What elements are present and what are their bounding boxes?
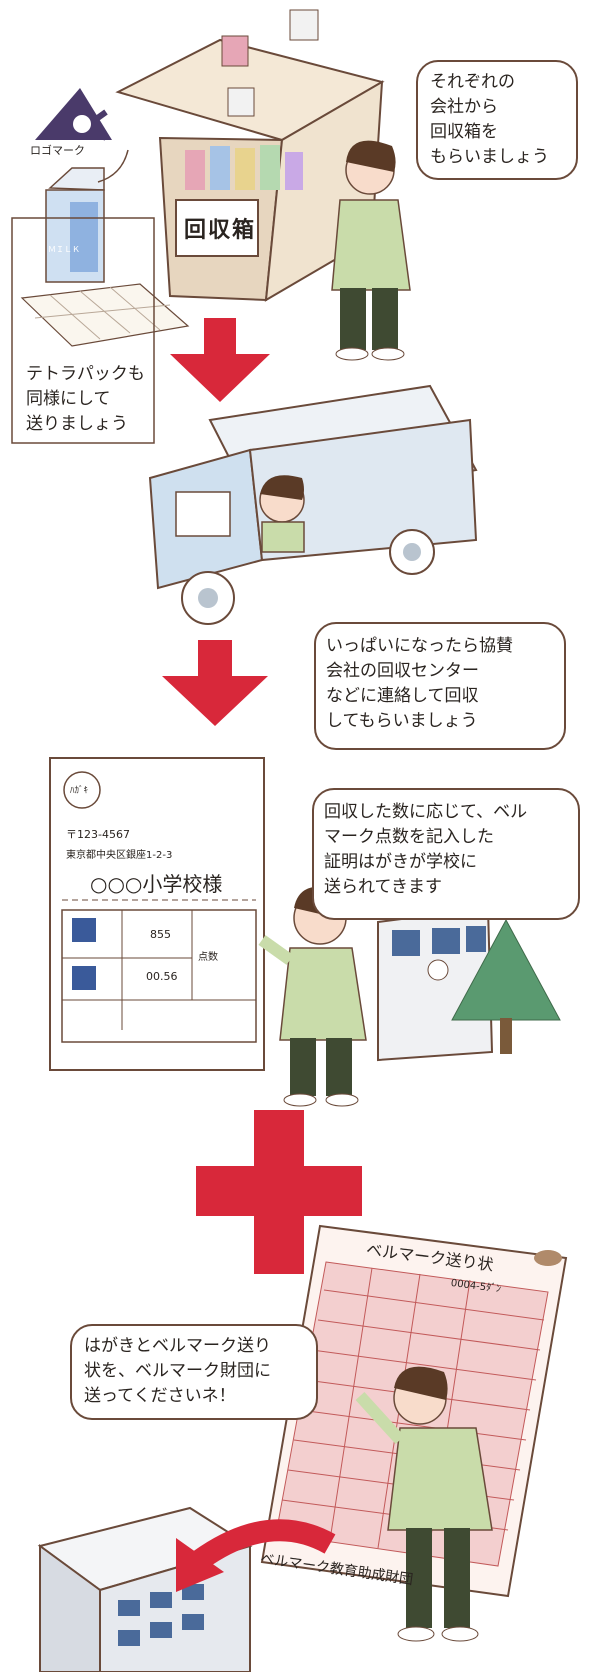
postcard-value1: 855	[150, 928, 171, 941]
postcard-stamp: ﾊｶﾞｷ	[70, 786, 89, 796]
speech-bubble-step3	[312, 788, 580, 920]
speech-bubble-step1	[416, 60, 578, 180]
step4-bubble-text: はがきとベルマーク送り 状を、ベルマーク財団に 送ってくださいネ！	[84, 1336, 271, 1406]
speech-bubble-step4	[70, 1324, 318, 1420]
milk-carton-icon	[45, 167, 105, 283]
collection-box-illustration	[115, 9, 385, 302]
step3-bubble-text: 回収した数に応じて、ベル マーク点数を記入した 証明はがきが学校に 送られてきま…	[324, 802, 528, 897]
curved-arrow-head-icon	[176, 1538, 224, 1592]
tetra-note-text: テトラパックも 同様にして 送りましょう	[26, 364, 145, 434]
down-arrow-icon	[170, 318, 270, 402]
step2-bubble-text: いっぱいになったら協賛 会社の回収センター などに連絡して回収 してもらいましょ…	[326, 636, 513, 731]
box-label: 回収箱	[184, 218, 257, 243]
plus-sign-icon	[196, 1110, 362, 1274]
postcard-side-label: 点数	[198, 952, 218, 963]
postcard-addressee: ○○○小学校様	[90, 872, 223, 896]
postcard-zip: 〒123-4567	[66, 828, 130, 841]
person-illustration	[331, 140, 411, 361]
logo-mark-icon	[35, 88, 112, 141]
flattened-pack-icon	[20, 283, 190, 347]
tetra-note-frame	[11, 217, 155, 444]
foundation-building-illustration	[37, 1506, 253, 1672]
truck-illustration	[148, 384, 478, 625]
speech-bubble-step2	[314, 622, 566, 750]
down-arrow-icon	[162, 640, 268, 726]
postcard-address: 東京都中央区銀座1-2-3	[66, 850, 173, 861]
curved-arrow-icon	[193, 1519, 336, 1570]
postcard-value2: 00.56	[146, 970, 178, 983]
carton-label: ＭＩＬＫ	[48, 245, 80, 254]
logo-caption: ロゴマーク	[30, 144, 85, 157]
step1-bubble-text: それぞれの 会社から 回収箱を もらいましょう	[430, 72, 549, 167]
person-illustration	[355, 1366, 493, 1642]
school-building-illustration	[377, 906, 561, 1062]
logo-pointer-arrow	[97, 149, 129, 183]
postcard-illustration	[49, 757, 265, 1071]
